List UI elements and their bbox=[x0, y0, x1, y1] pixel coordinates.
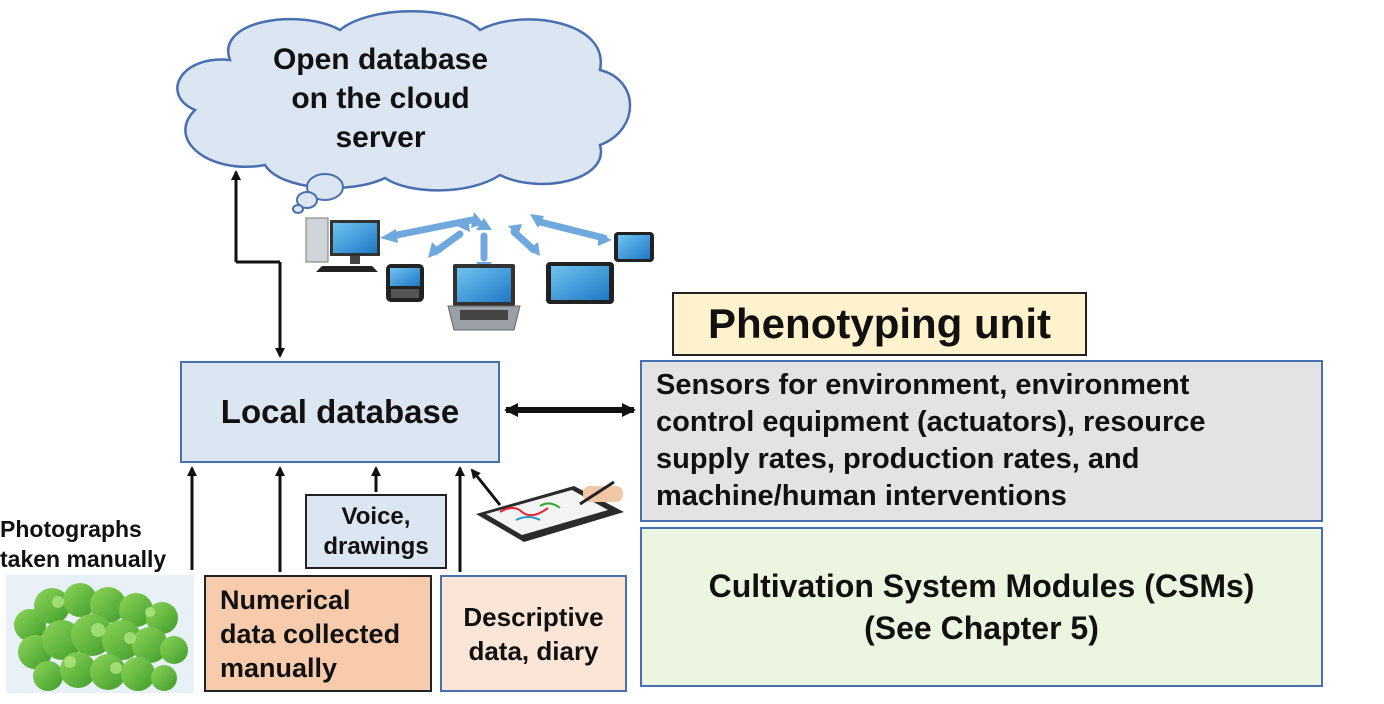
descriptive-line: Descriptive bbox=[463, 601, 604, 632]
cloud-line: server bbox=[335, 120, 426, 154]
csm-box: Cultivation System Modules (CSMs) (See C… bbox=[640, 527, 1323, 687]
smartphone-icon bbox=[386, 264, 424, 302]
cloud-local-connector bbox=[231, 170, 285, 358]
csm-line: (See Chapter 5) bbox=[864, 610, 1099, 646]
numerical-line: Numerical bbox=[220, 584, 351, 615]
sensors-line: Sensors for environment, environment bbox=[656, 369, 1190, 401]
laptop-icon bbox=[447, 264, 521, 331]
local-database-box: Local database bbox=[180, 361, 500, 463]
photographs-label: Photographs taken manually bbox=[0, 514, 192, 574]
descriptive-data-box: Descriptive data, diary bbox=[440, 575, 627, 692]
desktop-computer-icon bbox=[305, 217, 380, 272]
numerical-line: data collected bbox=[220, 618, 401, 649]
network-arrows bbox=[388, 216, 608, 262]
smartphone-icon-right bbox=[614, 232, 654, 262]
pen-tablet-arrow bbox=[470, 468, 502, 506]
cloud-icon bbox=[176, 10, 632, 214]
photographs-line: taken manually bbox=[0, 546, 167, 572]
sensors-line: machine/human interventions bbox=[656, 480, 1067, 512]
pen-tablet-icon bbox=[476, 480, 624, 542]
tablet-icon bbox=[546, 262, 614, 304]
sensors-line: supply rates, production rates, and bbox=[656, 443, 1140, 475]
phenotyping-unit-label: Phenotyping unit bbox=[708, 300, 1051, 347]
voice-drawings-box: Voice, drawings bbox=[305, 494, 447, 569]
descriptive-line: data, diary bbox=[468, 635, 599, 666]
lettuce-photo bbox=[6, 575, 194, 693]
network-arrowheads bbox=[380, 212, 612, 274]
cloud-database-label: Open database on the cloud server bbox=[208, 38, 553, 158]
numerical-line: manually bbox=[220, 652, 338, 683]
cloud-line: Open database bbox=[272, 42, 489, 76]
numerical-data-box: Numerical data collected manually bbox=[204, 575, 432, 692]
sensors-box: Sensors for environment, environment con… bbox=[640, 360, 1323, 522]
local-database-label: Local database bbox=[220, 393, 460, 430]
voice-line: drawings bbox=[323, 532, 429, 560]
sensors-line: control equipment (actuators), resource bbox=[656, 406, 1206, 438]
voice-line: Voice, bbox=[341, 502, 411, 530]
photographs-line: Photographs bbox=[0, 516, 142, 542]
cloud-line: on the cloud bbox=[291, 81, 470, 115]
csm-line: Cultivation System Modules (CSMs) bbox=[708, 568, 1255, 604]
phenotyping-unit-title: Phenotyping unit bbox=[672, 292, 1087, 356]
